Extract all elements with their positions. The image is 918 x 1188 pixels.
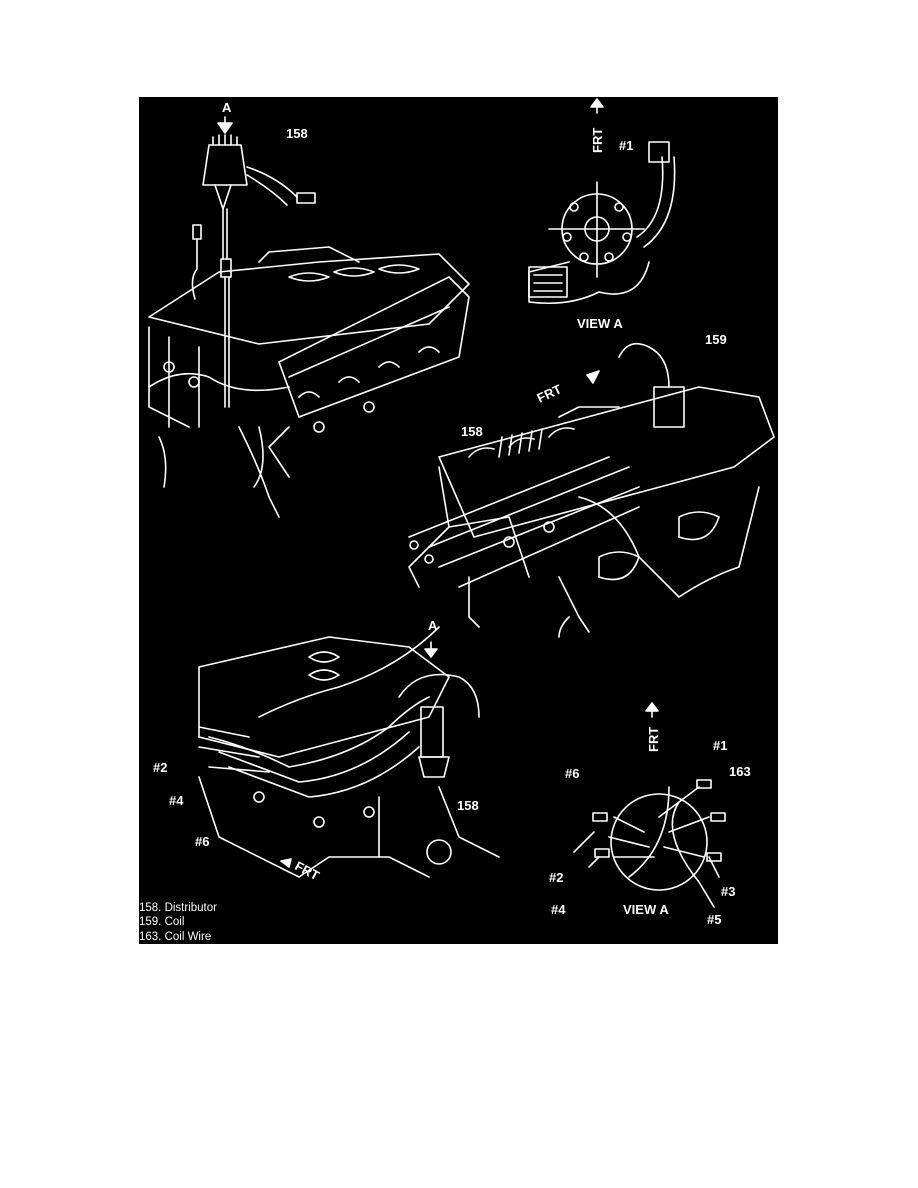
parts-legend: 158. Distributor 159. Coil 163. Coil Wir… <box>139 901 217 944</box>
engine-line-art <box>148 98 775 908</box>
engine-plug-wires-view <box>198 626 500 878</box>
cap-wire-2-callout: #2 <box>549 870 564 885</box>
front-indicator-top: FRT <box>590 127 605 153</box>
pin-1-callout: #1 <box>619 138 634 153</box>
coil-callout: 159 <box>705 332 727 347</box>
legend-item-coil-wire: 163. Coil Wire <box>139 930 212 943</box>
cap-wire-3-callout: #3 <box>721 884 736 899</box>
cap-wire-5-callout: #5 <box>707 912 722 927</box>
cap-wire-1-callout: #1 <box>713 738 728 753</box>
cylinder-6-callout-left: #6 <box>195 834 210 849</box>
view-a-caption-bottom: VIEW A <box>623 902 669 917</box>
view-a-caption-top: VIEW A <box>577 316 623 331</box>
view-a-distributor-base <box>528 98 676 305</box>
legend-item-distributor: 158. Distributor <box>139 901 217 914</box>
engine-coil-view <box>408 342 775 638</box>
view-a-cap-wiring <box>573 702 726 908</box>
cap-wire-6-callout: #6 <box>565 766 580 781</box>
view-a-arrow-label-bottom: A <box>428 618 438 633</box>
view-a-arrow-label-top: A <box>222 100 232 115</box>
distributor-callout-bottom: 158 <box>457 798 479 813</box>
front-indicator-cap-view: FRT <box>646 726 661 752</box>
cylinder-4-callout-left: #4 <box>169 793 184 808</box>
cap-wire-4-callout: #4 <box>551 902 566 917</box>
cylinder-2-callout-left: #2 <box>153 760 168 775</box>
distributor-callout-middle: 158 <box>461 424 483 439</box>
coil-wire-callout: 163 <box>729 764 751 779</box>
distributor-callout-top: 158 <box>286 126 308 141</box>
legend-item-coil: 159. Coil <box>139 916 185 929</box>
distributor-exploded-view <box>148 116 470 518</box>
diagram-panel: A 158 FRT #1 VIEW A 159 FRT 158 A #2 #4 … <box>139 97 778 944</box>
